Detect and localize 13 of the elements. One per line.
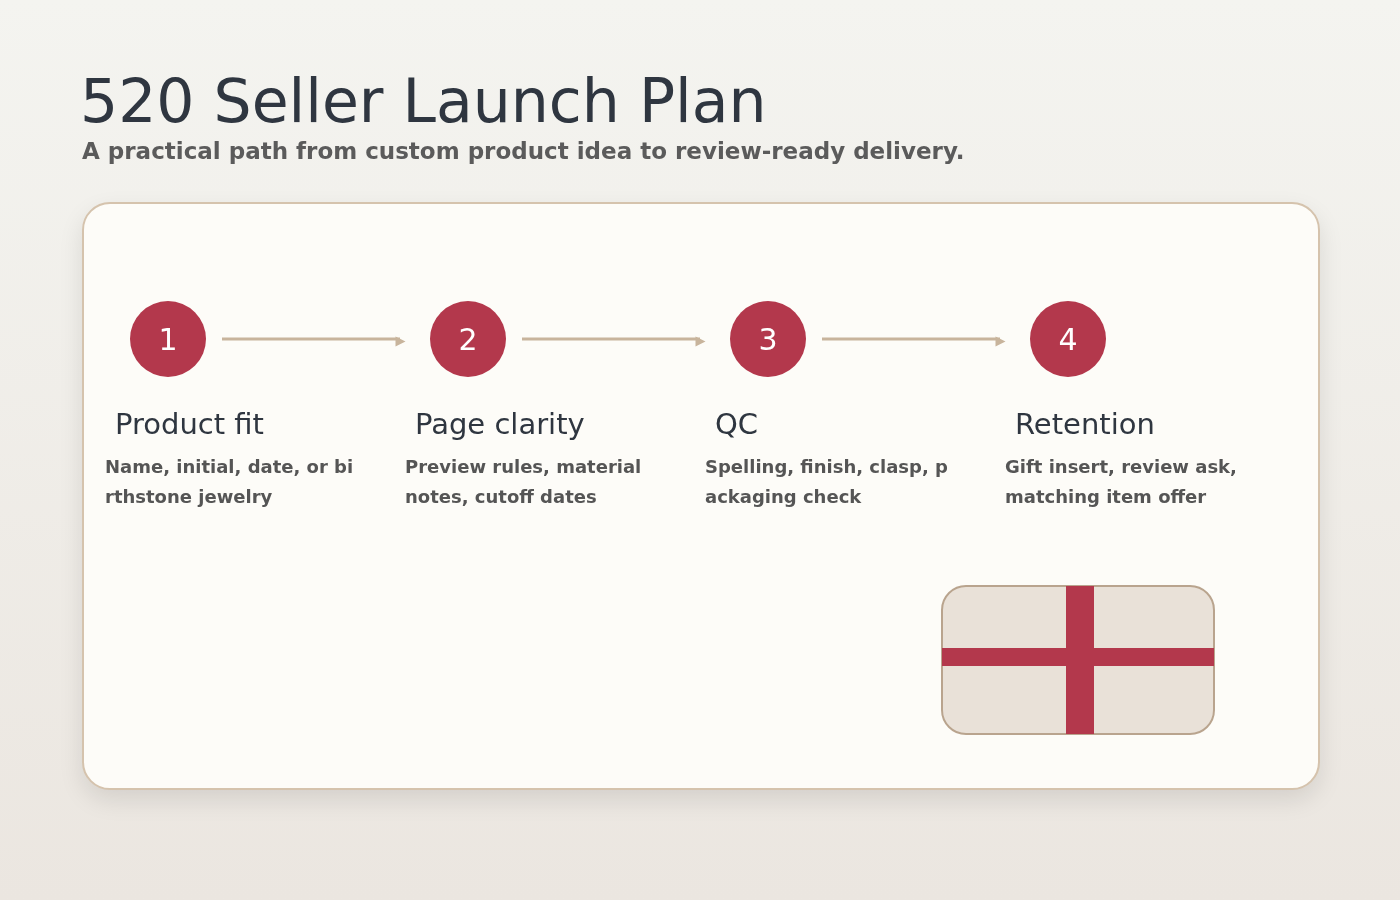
step-description: Name, initial, date, or birthstone jewelry xyxy=(105,455,355,509)
step-heading: Retention xyxy=(1015,407,1155,441)
arrow xyxy=(522,336,706,347)
arrow xyxy=(822,336,1006,347)
step-heading: QC xyxy=(715,407,759,441)
title: 520 Seller Launch Plan xyxy=(80,66,767,136)
step-heading: Page clarity xyxy=(415,407,585,441)
subtitle: A practical path from custom product idea to review-ready delivery. xyxy=(82,138,965,164)
step-heading: Product fit xyxy=(115,407,264,441)
step-description: Spelling, finish, clasp, packaging check xyxy=(705,455,949,509)
arrow xyxy=(222,336,406,347)
step-description: Preview rules, material notes, cutoff dates xyxy=(405,455,643,509)
step-description: Gift insert, review ask, matching item offer xyxy=(1005,455,1238,509)
